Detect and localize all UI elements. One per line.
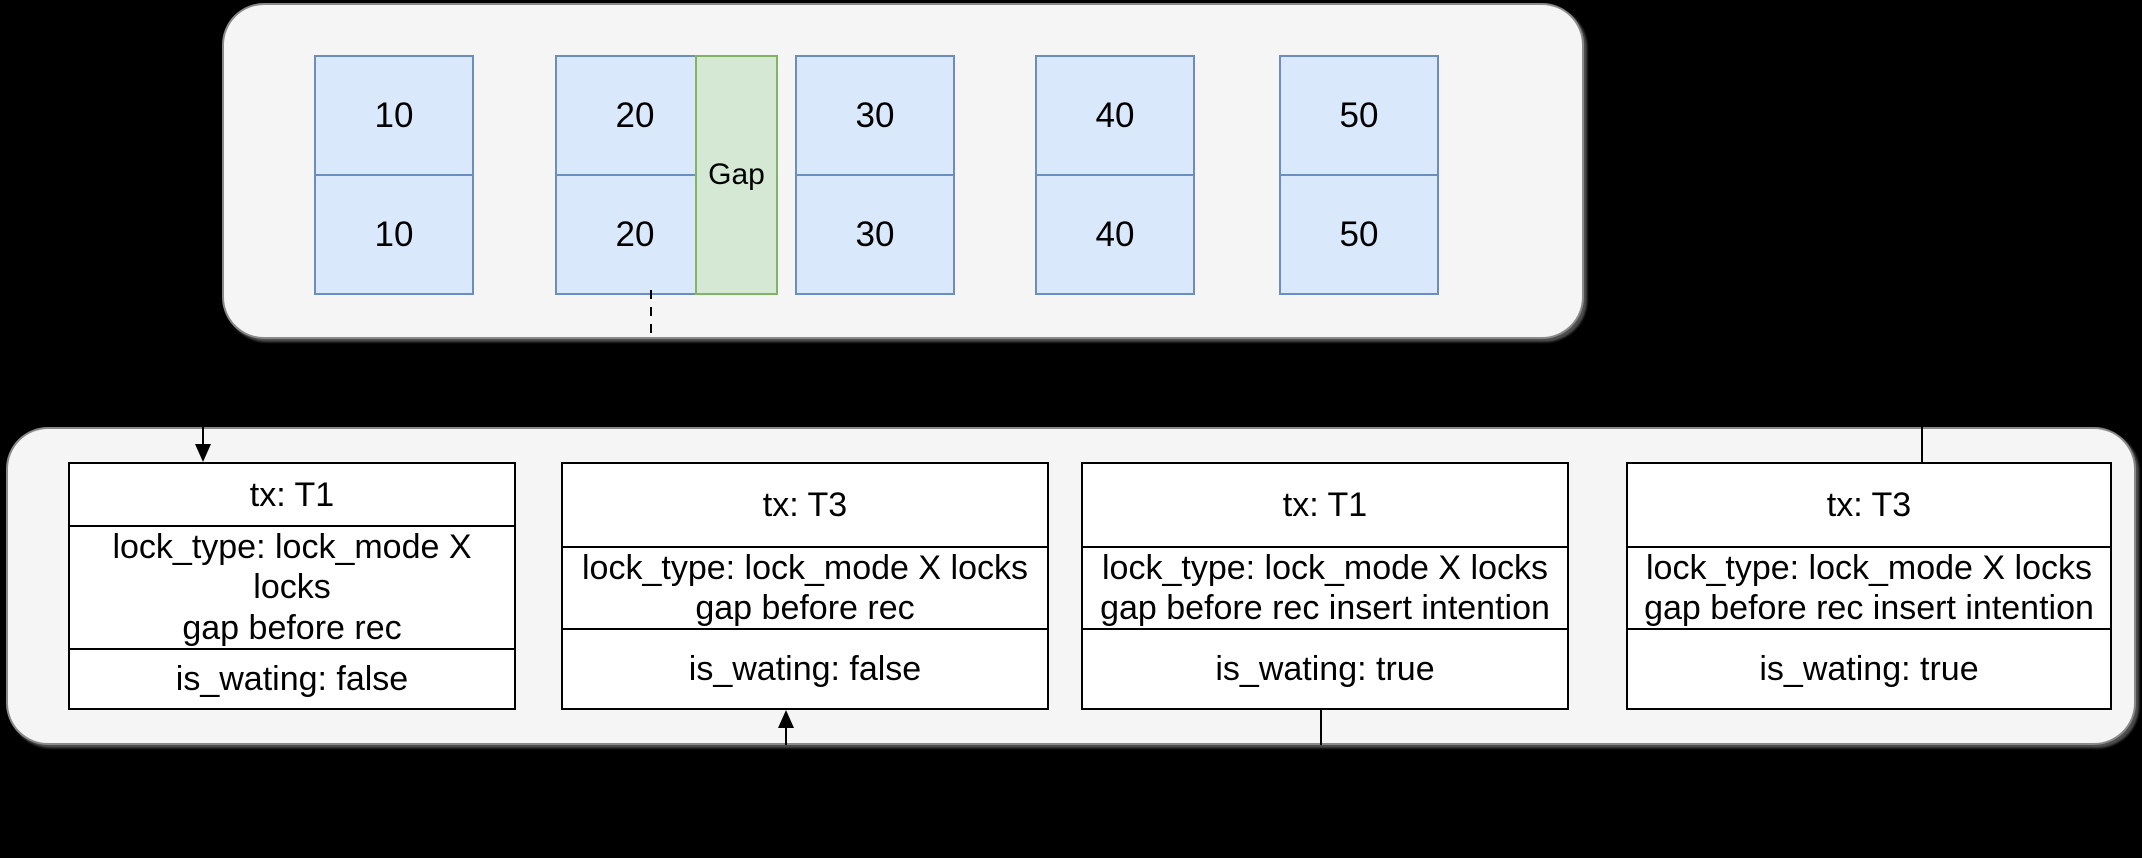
dashed-connector-from-record-20	[650, 290, 652, 338]
record-cell: 10	[316, 174, 472, 293]
lock-box-4: tx: T3 lock_type: lock_mode X locks gap …	[1626, 462, 2112, 710]
record-cell: 10	[374, 96, 414, 135]
connector-into-lock-box-1	[202, 427, 204, 447]
record-cell: 50	[1339, 96, 1379, 135]
record-cell: 20	[557, 174, 713, 293]
gap-box: Gap	[695, 55, 778, 295]
lock-type-line: lock_type: lock_mode X locks	[1102, 548, 1548, 587]
lock-type-line: gap before rec	[695, 588, 915, 627]
lock-type-line: gap before rec insert intention	[1100, 588, 1550, 627]
lock-tx: tx: T3	[1826, 485, 1912, 524]
record-cell: 30	[855, 96, 895, 135]
record-30: 30 30	[795, 55, 955, 295]
record-10: 10 10	[314, 55, 474, 295]
connector-above-lock-box-4	[1921, 427, 1923, 463]
lock-waiting: is_wating: false	[563, 628, 1047, 708]
record-cell: 20	[615, 96, 655, 135]
lock-box-3: tx: T1 lock_type: lock_mode X locks gap …	[1081, 462, 1569, 710]
lock-type-line: lock_type: lock_mode X locks	[582, 548, 1028, 587]
record-cell: 30	[797, 174, 953, 293]
lock-box-1: tx: T1 lock_type: lock_mode X locks gap …	[68, 462, 516, 710]
lock-tx: tx: T1	[1282, 485, 1368, 524]
record-20: 20 20	[555, 55, 715, 295]
lock-box-2: tx: T3 lock_type: lock_mode X locks gap …	[561, 462, 1049, 710]
connector-below-lock-box-3	[1320, 710, 1322, 745]
lock-type-line: lock_type: lock_mode X locks	[112, 528, 472, 607]
lock-waiting: is_wating: true	[1628, 628, 2110, 708]
lock-tx: tx: T3	[762, 485, 848, 524]
arrow-up-icon	[778, 710, 794, 728]
record-50: 50 50	[1279, 55, 1439, 295]
connector-into-lock-box-2	[785, 726, 787, 745]
record-cell: 40	[1037, 174, 1193, 293]
gap-label: Gap	[708, 158, 765, 191]
lock-type-line: gap before rec insert intention	[1644, 588, 2094, 627]
record-cell: 40	[1095, 96, 1135, 135]
lock-waiting: is_wating: false	[70, 647, 514, 708]
lock-type: lock_type: lock_mode X locks gap before …	[70, 525, 514, 647]
lock-type: lock_type: lock_mode X locks gap before …	[1083, 545, 1567, 628]
record-cell: 50	[1281, 174, 1437, 293]
lock-tx: tx: T1	[249, 475, 335, 514]
lock-waiting: is_wating: true	[1083, 628, 1567, 708]
index-records-panel: 10 10 Gap 20 20 30 30 40 40 50 50	[222, 3, 1584, 339]
lock-type-line: gap before rec	[182, 608, 402, 647]
lock-type: lock_type: lock_mode X locks gap before …	[1628, 545, 2110, 628]
arrow-down-icon	[195, 444, 211, 462]
lock-type: lock_type: lock_mode X locks gap before …	[563, 545, 1047, 628]
record-40: 40 40	[1035, 55, 1195, 295]
lock-type-line: lock_type: lock_mode X locks	[1646, 548, 2092, 587]
